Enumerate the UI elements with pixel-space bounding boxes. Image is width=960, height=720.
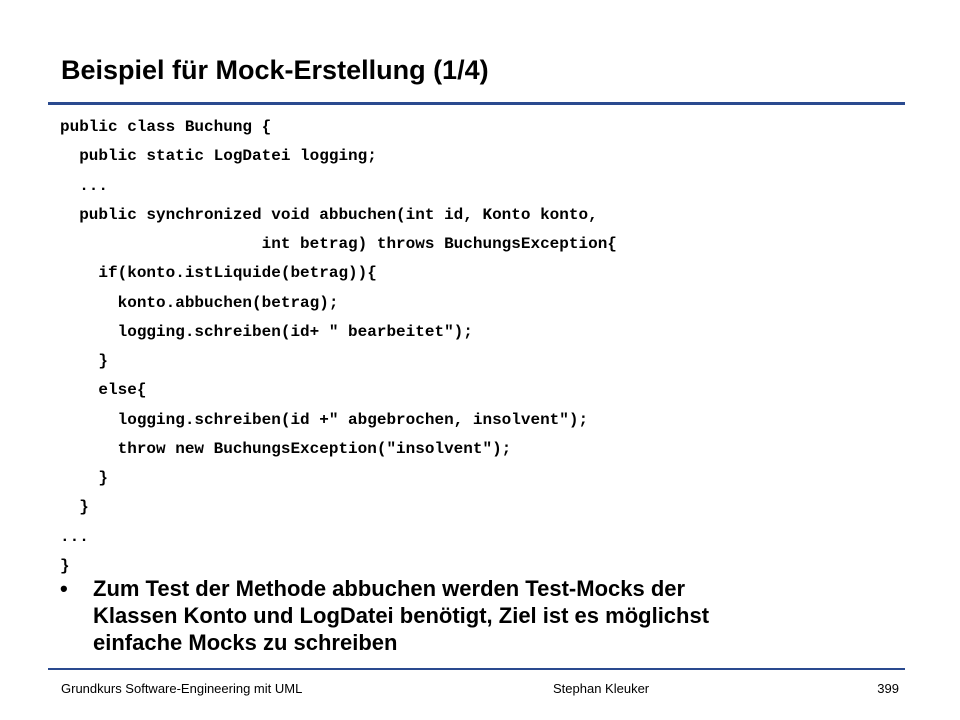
bullet-marker: • xyxy=(60,576,68,601)
bullet-point: • Zum Test der Methode abbuchen werden T… xyxy=(60,575,890,656)
code-line: if(konto.istLiquide(betrag)){ xyxy=(60,264,377,283)
footer-course-title: Grundkurs Software-Engineering mit UML xyxy=(61,681,303,696)
code-line: } xyxy=(60,498,89,517)
code-line: int betrag) throws BuchungsException{ xyxy=(60,235,617,253)
bullet-line: einfache Mocks zu schreiben xyxy=(93,630,398,655)
footer-author: Stephan Kleuker xyxy=(553,681,650,696)
code-line: public static LogDatei logging; xyxy=(60,147,377,166)
code-listing: public class Buchung { public static Log… xyxy=(60,113,617,581)
code-line: ... xyxy=(60,527,89,546)
footer-page-number: 399 xyxy=(877,681,899,696)
code-line: throw new BuchungsException("insolvent")… xyxy=(60,439,512,458)
code-line: logging.schreiben(id +" abgebrochen, ins… xyxy=(60,410,589,429)
code-line: logging.schreiben(id+ " bearbeitet"); xyxy=(60,322,473,341)
code-line: public synchronized void abbuchen(int id… xyxy=(60,205,598,224)
bullet-line: Klassen Konto und LogDatei benötigt, Zie… xyxy=(93,603,710,628)
code-line: } xyxy=(60,352,109,370)
code-line: } xyxy=(60,469,109,487)
code-line: ... xyxy=(60,176,109,195)
bullet-text: Zum Test der Methode abbuchen werden Tes… xyxy=(93,575,709,656)
title-divider xyxy=(48,102,905,105)
code-line: } xyxy=(60,556,70,575)
code-line: else{ xyxy=(60,381,147,400)
code-line: public class Buchung { xyxy=(60,118,272,136)
slide-title: Beispiel für Mock-Erstellung (1/4) xyxy=(61,55,489,85)
footer-divider xyxy=(48,668,905,670)
code-line: konto.abbuchen(betrag); xyxy=(60,293,339,312)
bullet-line: Zum Test der Methode abbuchen werden Tes… xyxy=(93,576,686,601)
